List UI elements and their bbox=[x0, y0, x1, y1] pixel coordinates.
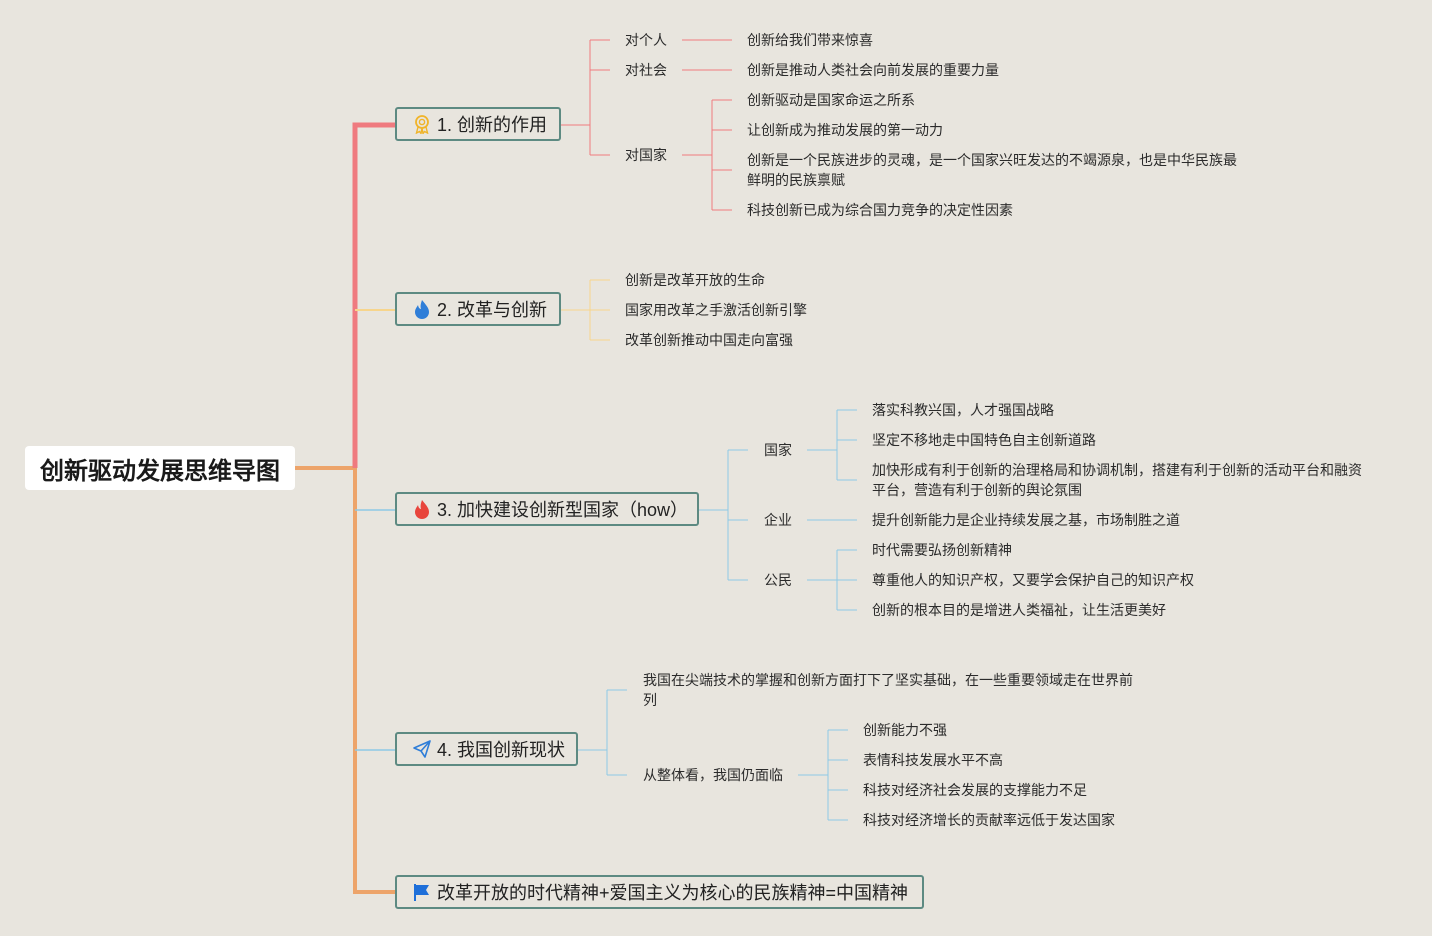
topic-innovation-role[interactable]: 1. 创新的作用 bbox=[395, 107, 561, 141]
subtopic-enterprise[interactable]: 企业 bbox=[764, 512, 792, 528]
leaf-item[interactable]: 创新驱动是国家命运之所系 bbox=[747, 92, 915, 108]
leaf-item[interactable]: 提升创新能力是企业持续发展之基，市场制胜之道 bbox=[872, 512, 1180, 528]
leaf-item[interactable]: 科技创新已成为综合国力竞争的决定性因素 bbox=[747, 202, 1013, 218]
topic-label: 1. 创新的作用 bbox=[437, 115, 548, 135]
subtopic-state[interactable]: 国家 bbox=[764, 442, 792, 458]
topic-label: 4. 我国创新现状 bbox=[437, 740, 566, 760]
leaf-item[interactable]: 落实科教兴国，人才强国战略 bbox=[872, 402, 1054, 418]
flame-blue-icon bbox=[411, 298, 433, 320]
topic-label: 改革开放的时代精神+爱国主义为核心的民族精神=中国精神 bbox=[437, 883, 909, 903]
leaf-item[interactable]: 国家用改革之手激活创新引擎 bbox=[625, 302, 807, 318]
leaf-item[interactable]: 创新是一个民族进步的灵魂，是一个国家兴旺发达的不竭源泉，也是中华民族最鲜明的民族… bbox=[747, 152, 1237, 188]
leaf-item[interactable]: 创新的根本目的是增进人类福祉，让生活更美好 bbox=[872, 602, 1166, 618]
flag-icon bbox=[411, 881, 433, 903]
paper-plane-icon bbox=[411, 738, 433, 760]
subtopic-overall[interactable]: 从整体看，我国仍面临 bbox=[643, 767, 783, 783]
topic-reform-innovation[interactable]: 2. 改革与创新 bbox=[395, 292, 561, 326]
topic-innovative-nation[interactable]: 3. 加快建设创新型国家（how） bbox=[395, 492, 699, 526]
subtopic-society[interactable]: 对社会 bbox=[625, 62, 667, 78]
subtopic-nation[interactable]: 对国家 bbox=[625, 147, 667, 163]
leaf-item[interactable]: 我国在尖端技术的掌握和创新方面打下了坚实基础，在一些重要领域走在世界前列 bbox=[643, 672, 1133, 708]
topic-label: 3. 加快建设创新型国家（how） bbox=[437, 500, 689, 520]
subtopic-citizen[interactable]: 公民 bbox=[764, 572, 792, 588]
leaf-item[interactable]: 改革创新推动中国走向富强 bbox=[625, 332, 793, 348]
leaf-item[interactable]: 创新是推动人类社会向前发展的重要力量 bbox=[747, 62, 999, 78]
leaf-item[interactable]: 让创新成为推动发展的第一动力 bbox=[747, 122, 943, 138]
leaf-item[interactable]: 科技对经济增长的贡献率远低于发达国家 bbox=[863, 812, 1115, 828]
topic-chinese-spirit[interactable]: 改革开放的时代精神+爱国主义为核心的民族精神=中国精神 bbox=[395, 875, 924, 909]
subtopic-individual[interactable]: 对个人 bbox=[625, 32, 667, 48]
leaf-item[interactable]: 科技对经济社会发展的支撑能力不足 bbox=[863, 782, 1087, 798]
leaf-item[interactable]: 坚定不移地走中国特色自主创新道路 bbox=[872, 432, 1096, 448]
leaf-item[interactable]: 创新给我们带来惊喜 bbox=[747, 32, 873, 48]
leaf-item[interactable]: 时代需要弘扬创新精神 bbox=[872, 542, 1012, 558]
award-icon bbox=[411, 113, 433, 135]
leaf-item[interactable]: 表情科技发展水平不高 bbox=[863, 752, 1003, 768]
leaf-item[interactable]: 尊重他人的知识产权，又要学会保护自己的知识产权 bbox=[872, 572, 1194, 588]
topic-current-status[interactable]: 4. 我国创新现状 bbox=[395, 732, 578, 766]
root-topic[interactable]: 创新驱动发展思维导图 bbox=[25, 446, 295, 490]
leaf-item[interactable]: 创新是改革开放的生命 bbox=[625, 272, 765, 288]
leaf-item[interactable]: 创新能力不强 bbox=[863, 722, 947, 738]
leaf-item[interactable]: 加快形成有利于创新的治理格局和协调机制，搭建有利于创新的活动平台和融资平台，营造… bbox=[872, 462, 1362, 498]
topic-label: 2. 改革与创新 bbox=[437, 300, 548, 320]
flame-red-icon bbox=[411, 498, 433, 520]
